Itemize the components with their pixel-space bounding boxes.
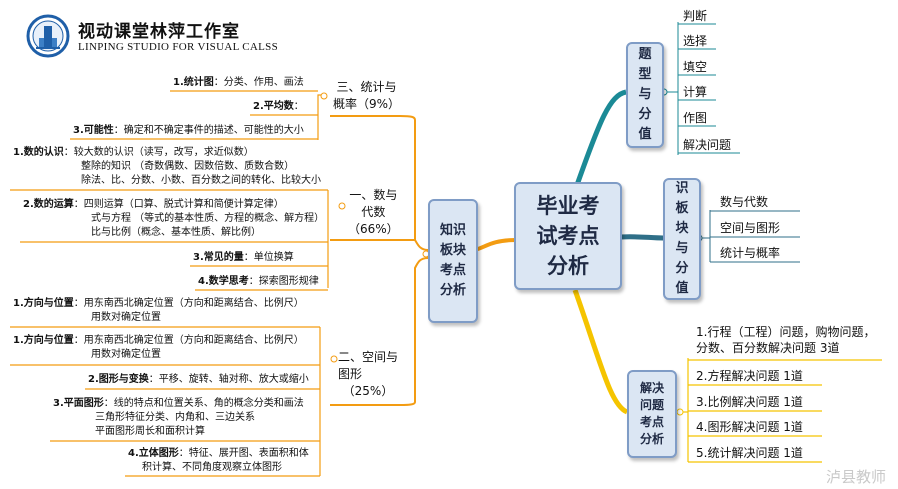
logo-mark (26, 14, 70, 58)
space-item: 1.方向与位置：用东南西北确定位置（方向和距离结合、比例尺） 用数对确定位置 (13, 335, 304, 360)
type-item: 解决问题 (683, 138, 732, 152)
branch-left-node[interactable]: 知识板块考点分析 (428, 199, 478, 323)
stats-item: 1.统计图：分类、作用、画法 (173, 77, 304, 88)
space-item: 4.立体图形：特征、展开图、表面积和体 积计算、不同角度观察立体图形 (128, 448, 309, 473)
connector-types (574, 89, 627, 186)
centre-node[interactable]: 毕业考 试考点 分析 (514, 182, 622, 290)
numbers-item: 1.数的认识：较大数的认识（读写，改写，求近似数） 整除的知识 （奇数偶数、因数… (13, 147, 321, 186)
type-item: 作图 (683, 111, 708, 125)
topic-numbers: 一、数与 代数 （66%） (348, 188, 399, 236)
numbers-item: 3.常见的量：单位换算 (193, 252, 294, 263)
knowledge-item: 统计与概率 (720, 246, 781, 260)
branch-types-label: 题型与分值 (638, 47, 652, 142)
branch-problems-label: 解决问题考点分析 (639, 381, 664, 446)
numbers-item: 2.数的运算：四则运算（口算、脱式计算和简便计算定律） 式与方程 （等式的基本性… (23, 199, 325, 238)
connector-left (473, 238, 517, 252)
problem-item: 5.统计解决问题 1道 (696, 446, 803, 460)
problem-item: 1.行程（工程）问题，购物问题， 分数、百分数解决问题 3道 (696, 325, 876, 355)
watermark: 泸县教师 (826, 468, 887, 486)
connector-knowledge (619, 234, 664, 241)
connector-problems (572, 289, 629, 415)
space-item: 2.图形与变换：平移、旋转、轴对称、放大或缩小 (88, 374, 309, 385)
numbers-item: 4.数学思考：探索图形规律 (198, 276, 319, 287)
topic-space: 二、空间与 图形 （25%） (338, 350, 399, 398)
branch-problems-node[interactable]: 解决问题考点分析 (627, 370, 677, 458)
type-item: 填空 (683, 60, 708, 74)
problem-item: 4.图形解决问题 1道 (696, 420, 803, 434)
stats-item: 2.平均数： (253, 101, 304, 112)
space-item: 3.平面图形：线的特点和位置关系、角的概念分类和画法 三角形特征分类、内角和、三… (53, 398, 304, 437)
stats-item: 3.可能性：确定和不确定事件的描述、可能性的大小 (73, 125, 304, 136)
type-item: 选择 (683, 34, 708, 48)
header-subtitle: LINPING STUDIO FOR VISUAL CALSS (78, 41, 278, 53)
type-item: 判断 (683, 9, 708, 23)
problem-item: 2.方程解决问题 1道 (696, 369, 803, 383)
problem-item: 3.比例解决问题 1道 (696, 395, 803, 409)
centre-line-3: 分析 (547, 254, 589, 278)
branch-knowledge-node[interactable]: 识板块与分值 (663, 178, 701, 300)
centre-line-2: 试考点 (536, 224, 600, 248)
header-title: 视动课堂林萍工作室 (78, 22, 240, 42)
branch-types-node[interactable]: 题型与分值 (626, 42, 664, 148)
branch-left-label: 知识板块考点分析 (439, 223, 466, 298)
topic-stats: 三、统计与 概率（9%） (333, 80, 401, 111)
centre-line-1: 毕业考 (536, 194, 600, 218)
knowledge-item: 数与代数 (720, 195, 769, 209)
space-extra-item: 1.方向与位置：用东南西北确定位置（方向和距离结合、比例尺） 用数对确定位置 (13, 298, 304, 323)
type-item: 计算 (683, 85, 708, 99)
branch-knowledge-label: 识板块与分值 (675, 181, 689, 296)
knowledge-item: 空间与图形 (720, 221, 781, 235)
